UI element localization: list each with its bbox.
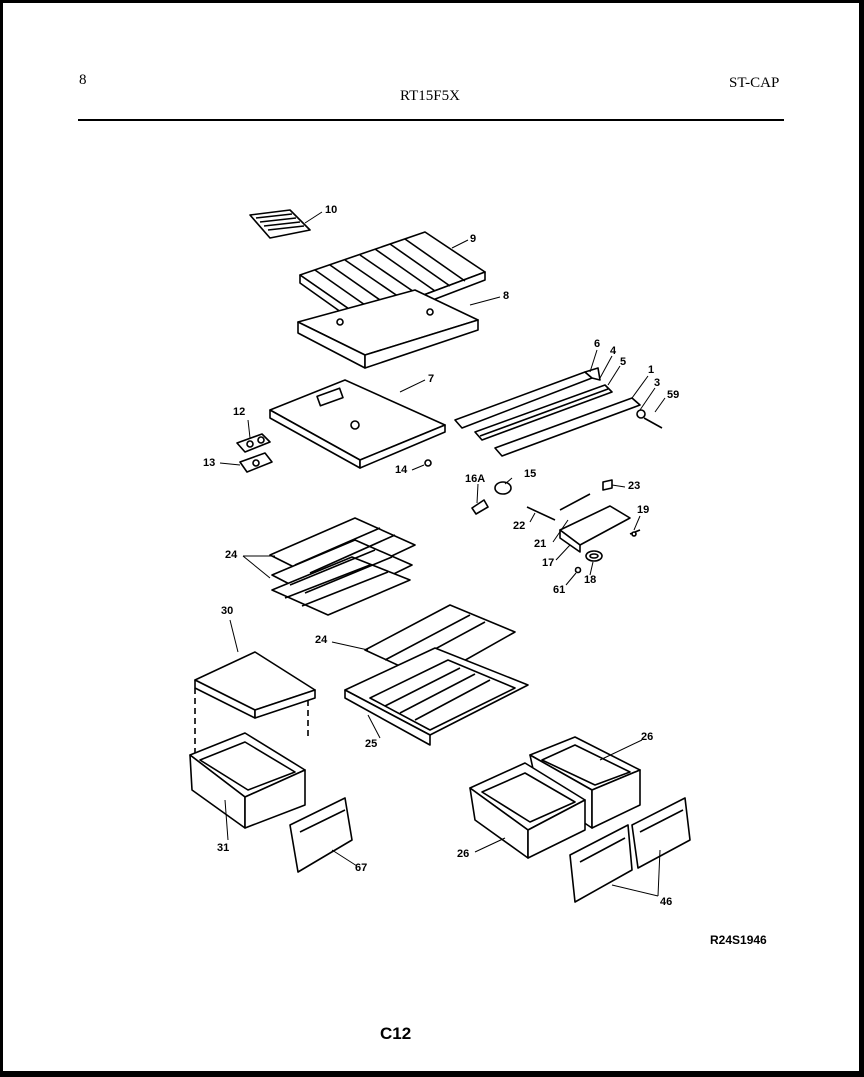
label-part-61: 61 (553, 584, 566, 596)
part-61-screw (576, 568, 581, 573)
part-26-pan-right (530, 737, 640, 828)
label-part-23: 23 (628, 480, 641, 492)
part-5-rail (475, 385, 612, 440)
model-number: RT15F5X (400, 88, 460, 104)
part-1-rail (495, 398, 640, 456)
label-part-26-left: 26 (457, 848, 470, 860)
part-6-rail (455, 368, 600, 428)
part-19-screw (630, 530, 640, 536)
label-part-24-upper: 24 (225, 549, 238, 561)
header-right-code: ST-CAP (729, 75, 780, 91)
part-16A-socket (472, 500, 488, 514)
label-part-17: 17 (542, 557, 555, 569)
label-part-22: 22 (513, 520, 526, 532)
part-67-drawer-front (290, 798, 352, 872)
part-14-screw (425, 460, 431, 466)
label-part-14: 14 (395, 464, 408, 476)
label-part-5: 5 (620, 356, 627, 368)
label-part-24-middle: 24 (315, 634, 328, 646)
label-part-46: 46 (660, 896, 673, 908)
label-part-18: 18 (584, 574, 597, 586)
label-part-19: 19 (637, 504, 650, 516)
part-15-bulb (495, 482, 511, 494)
part-7-shelf (270, 380, 445, 468)
label-part-25: 25 (365, 738, 378, 750)
part-25-shelf-frame (345, 648, 528, 745)
part-17-light-housing (560, 494, 630, 552)
part-22-bar (527, 507, 555, 520)
label-part-6: 6 (594, 338, 601, 350)
drawing-code: R24S1946 (710, 933, 767, 947)
label-part-7: 7 (428, 373, 435, 385)
part-18-lens (586, 551, 602, 561)
label-part-21: 21 (534, 538, 547, 550)
part-13-housing (240, 453, 272, 472)
label-part-12: 12 (233, 406, 246, 418)
part-12-housing (237, 434, 270, 452)
part-46-drawer-front-right (632, 798, 690, 868)
part-26-pan-left (470, 763, 585, 858)
part-46-drawer-front-left (570, 825, 632, 902)
header-divider (78, 119, 784, 121)
label-part-10: 10 (325, 204, 338, 216)
label-part-9: 9 (470, 233, 477, 245)
label-part-1: 1 (648, 364, 655, 376)
part-59-screw (637, 410, 662, 428)
leader-lines (220, 212, 665, 896)
label-part-4: 4 (610, 345, 617, 357)
part-31-crisper (190, 733, 305, 828)
part-24-middle-shelf (365, 605, 515, 680)
part-8-panel (298, 290, 478, 368)
diagram-sheet (3, 3, 859, 1071)
label-part-26-right: 26 (641, 731, 654, 743)
part-30-crisper-cover (195, 652, 315, 760)
part-10-grille (250, 210, 310, 238)
label-part-15: 15 (524, 468, 537, 480)
label-part-16A: 16A (465, 473, 486, 485)
label-part-13: 13 (203, 457, 216, 469)
label-part-3: 3 (654, 377, 661, 389)
label-part-30: 30 (221, 605, 234, 617)
header-left-code: 8 (79, 72, 87, 88)
label-part-59: 59 (667, 389, 680, 401)
part-24-upper-shelves (270, 518, 415, 615)
part-23-clip (603, 480, 612, 490)
page-number: C12 (380, 1024, 412, 1043)
label-part-31: 31 (217, 842, 230, 854)
label-part-67: 67 (355, 862, 368, 874)
label-part-8: 8 (503, 290, 510, 302)
